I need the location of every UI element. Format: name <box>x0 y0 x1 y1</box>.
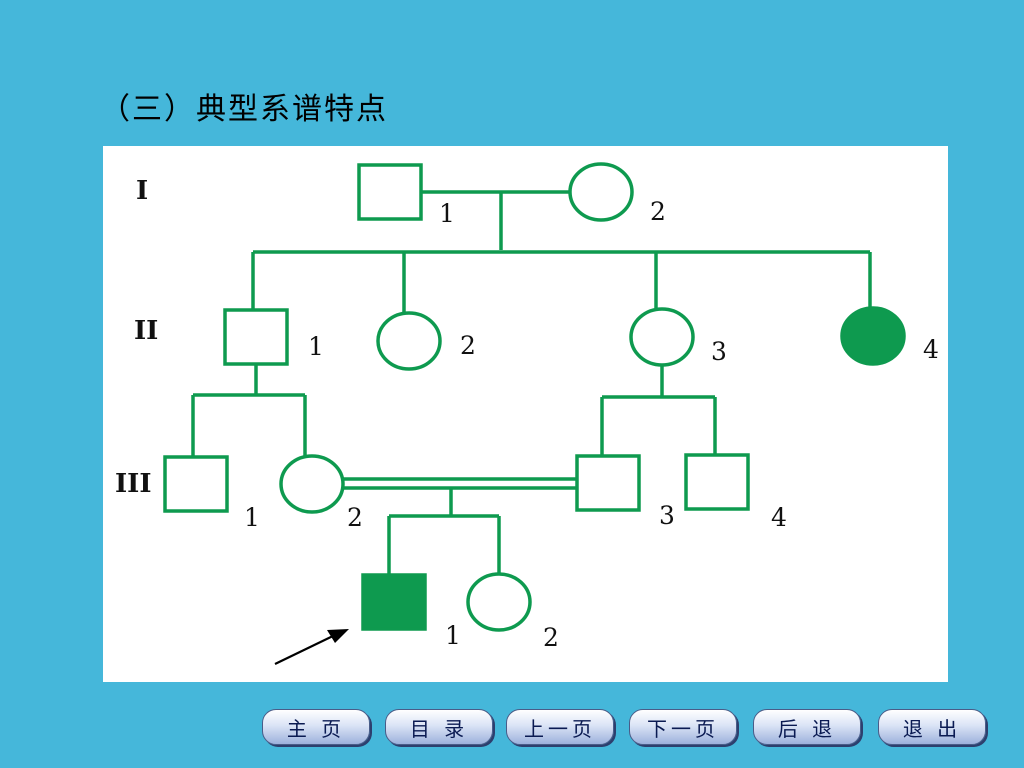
individual-label-II-2: 2 <box>460 331 476 360</box>
contents-button[interactable]: 目 录 <box>385 709 493 745</box>
female-symbol-I-2 <box>568 162 634 222</box>
individual-label-IV-2: 2 <box>543 623 559 652</box>
individual-label-III-3: 3 <box>659 501 675 530</box>
generation-label-II: II <box>134 316 158 346</box>
exit-button[interactable]: 退 出 <box>878 709 986 745</box>
pedigree-symbols <box>163 162 906 632</box>
female-symbol-IV-2 <box>466 572 532 632</box>
prev-page-button[interactable]: 上一页 <box>506 709 614 745</box>
navigation-bar: 主 页 目 录 上一页 下一页 后 退 退 出 <box>262 709 986 747</box>
male-symbol-III-3 <box>575 454 641 512</box>
home-button[interactable]: 主 页 <box>262 709 370 745</box>
back-button[interactable]: 后 退 <box>753 709 861 745</box>
male-symbol-III-4 <box>684 453 750 511</box>
female-symbol-III-2 <box>279 454 345 514</box>
next-page-button[interactable]: 下一页 <box>629 709 737 745</box>
individual-label-II-4: 4 <box>923 335 939 364</box>
female-symbol-II-4-affected <box>840 306 906 366</box>
male-symbol-I-1 <box>357 163 423 221</box>
individual-label-II-1: 1 <box>308 332 324 361</box>
generation-label-III: III <box>115 469 152 499</box>
individual-label-I-1: 1 <box>439 199 455 228</box>
generation-label-I: I <box>136 176 148 206</box>
male-symbol-III-1 <box>163 455 229 513</box>
individual-label-IV-1: 1 <box>445 621 461 650</box>
individual-label-III-2: 2 <box>347 503 363 532</box>
individual-label-II-3: 3 <box>711 337 727 366</box>
proband-arrow <box>274 629 349 665</box>
slide-title: （三）典型系谱特点 <box>100 92 388 127</box>
male-symbol-IV-1-affected <box>361 573 427 631</box>
individual-label-III-4: 4 <box>771 503 787 532</box>
individual-label-I-2: 2 <box>650 197 666 226</box>
female-symbol-II-3 <box>629 307 695 367</box>
individual-label-III-1: 1 <box>244 503 260 532</box>
male-symbol-II-1 <box>223 308 289 366</box>
female-symbol-II-2 <box>376 311 442 371</box>
pedigree-lines <box>191 190 872 574</box>
